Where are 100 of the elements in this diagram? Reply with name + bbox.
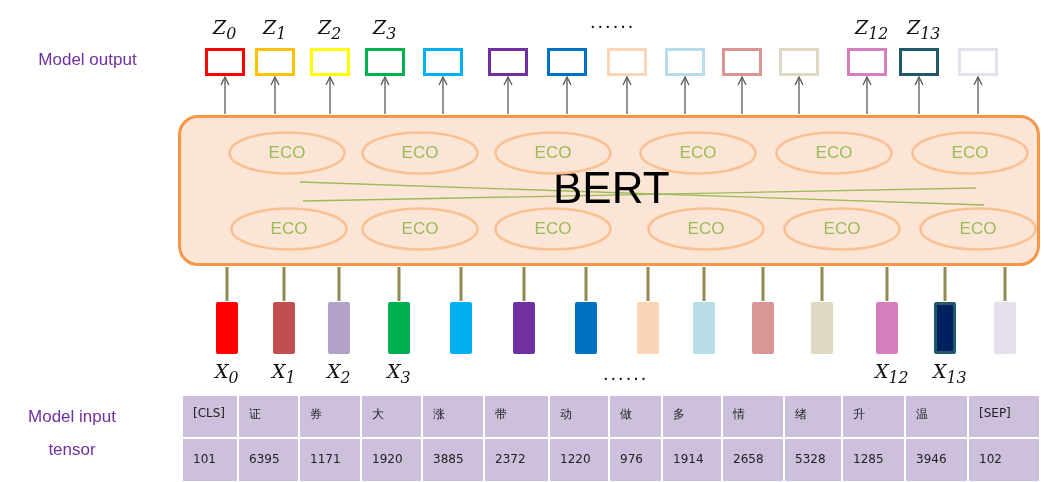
output-box [205, 48, 245, 76]
ellipse-node: ECO [911, 131, 1029, 175]
output-label: Z$_{1}$ [263, 16, 287, 43]
input-bar [934, 302, 956, 354]
table-cell: [CLS] [182, 395, 238, 438]
ellipse-node: ECO [361, 131, 479, 175]
table-cell: 温 [905, 395, 968, 438]
output-box [665, 48, 705, 76]
table-cell: 绪 [784, 395, 842, 438]
table-cell: 大 [361, 395, 422, 438]
connector-line [522, 267, 526, 301]
arrow [270, 76, 280, 115]
input-label: X$_{1}$ [272, 360, 296, 387]
output-label: Z$_{2}$ [318, 16, 342, 43]
input-label: X$_{2}$ [327, 360, 351, 387]
input-bar [388, 302, 410, 354]
table-cell: 976 [609, 438, 662, 482]
input-label: X$_{13}$ [933, 360, 967, 387]
input-bar [513, 302, 535, 354]
input-bar [876, 302, 898, 354]
arrow [438, 76, 448, 115]
table-cell: 做 [609, 395, 662, 438]
table-cell: 6395 [238, 438, 299, 482]
output-box [255, 48, 295, 76]
output-box [365, 48, 405, 76]
arrow [914, 76, 924, 115]
input-bar [450, 302, 472, 354]
ellipsis: ...... [603, 362, 650, 385]
connector-line [337, 267, 341, 301]
connector-line [282, 267, 286, 301]
table-cell: [SEP] [968, 395, 1040, 438]
table-cell: 带 [484, 395, 549, 438]
connector-line [459, 267, 463, 301]
input-bar [693, 302, 715, 354]
ellipsis: ...... [590, 10, 637, 33]
connector-line [584, 267, 588, 301]
input-label: X$_{12}$ [875, 360, 909, 387]
arrow [973, 76, 983, 115]
table-cell: 动 [549, 395, 609, 438]
input-bar [811, 302, 833, 354]
output-box [310, 48, 350, 76]
input-bar [328, 302, 350, 354]
ellipse-node: ECO [361, 207, 479, 251]
ellipse-node: ECO [230, 207, 348, 251]
table-cell: 3885 [422, 438, 484, 482]
arrow [862, 76, 872, 115]
connector-line [397, 267, 401, 301]
output-box [958, 48, 998, 76]
connector-line [820, 267, 824, 301]
ellipse-node: ECO [494, 207, 612, 251]
arrow [380, 76, 390, 115]
output-label: Z$_{12}$ [855, 16, 889, 43]
connector-line [885, 267, 889, 301]
output-label: Z$_{3}$ [373, 16, 397, 43]
side-label: Model output [37, 50, 138, 70]
connector-line [702, 267, 706, 301]
ellipse-node: ECO [783, 207, 901, 251]
input-bar [752, 302, 774, 354]
side-label: Model input tensor [27, 406, 117, 461]
table-cell: 券 [299, 395, 361, 438]
ellipse-node: ECO [647, 207, 765, 251]
table-cell: 101 [182, 438, 238, 482]
input-bar [994, 302, 1016, 354]
output-box [847, 48, 887, 76]
output-box [423, 48, 463, 76]
table-cell: 2372 [484, 438, 549, 482]
connector-line [646, 267, 650, 301]
connector-line [943, 267, 947, 301]
output-box [607, 48, 647, 76]
table-cell: 1920 [361, 438, 422, 482]
output-box [899, 48, 939, 76]
input-label: X$_{3}$ [387, 360, 411, 387]
arrow [325, 76, 335, 115]
ellipse-node: ECO [919, 207, 1037, 251]
arrow [622, 76, 632, 115]
output-box [722, 48, 762, 76]
arrow [794, 76, 804, 115]
table-cell: 升 [842, 395, 905, 438]
input-bar [273, 302, 295, 354]
table-cell: 1171 [299, 438, 361, 482]
bert-block [178, 115, 1040, 266]
output-box [488, 48, 528, 76]
table-cell: 1285 [842, 438, 905, 482]
table-cell: 1220 [549, 438, 609, 482]
connector-line [225, 267, 229, 301]
output-label: Z$_{0}$ [213, 16, 237, 43]
table-cell: 3946 [905, 438, 968, 482]
table-cell: 涨 [422, 395, 484, 438]
arrow [562, 76, 572, 115]
input-bar [637, 302, 659, 354]
table-cell: 2658 [722, 438, 784, 482]
table-cell: 5328 [784, 438, 842, 482]
table-cell: 1914 [662, 438, 722, 482]
arrow [220, 76, 230, 115]
table-cell: 证 [238, 395, 299, 438]
output-box [547, 48, 587, 76]
table-cell: 情 [722, 395, 784, 438]
output-label: Z$_{13}$ [907, 16, 941, 43]
input-bar [216, 302, 238, 354]
arrow [503, 76, 513, 115]
